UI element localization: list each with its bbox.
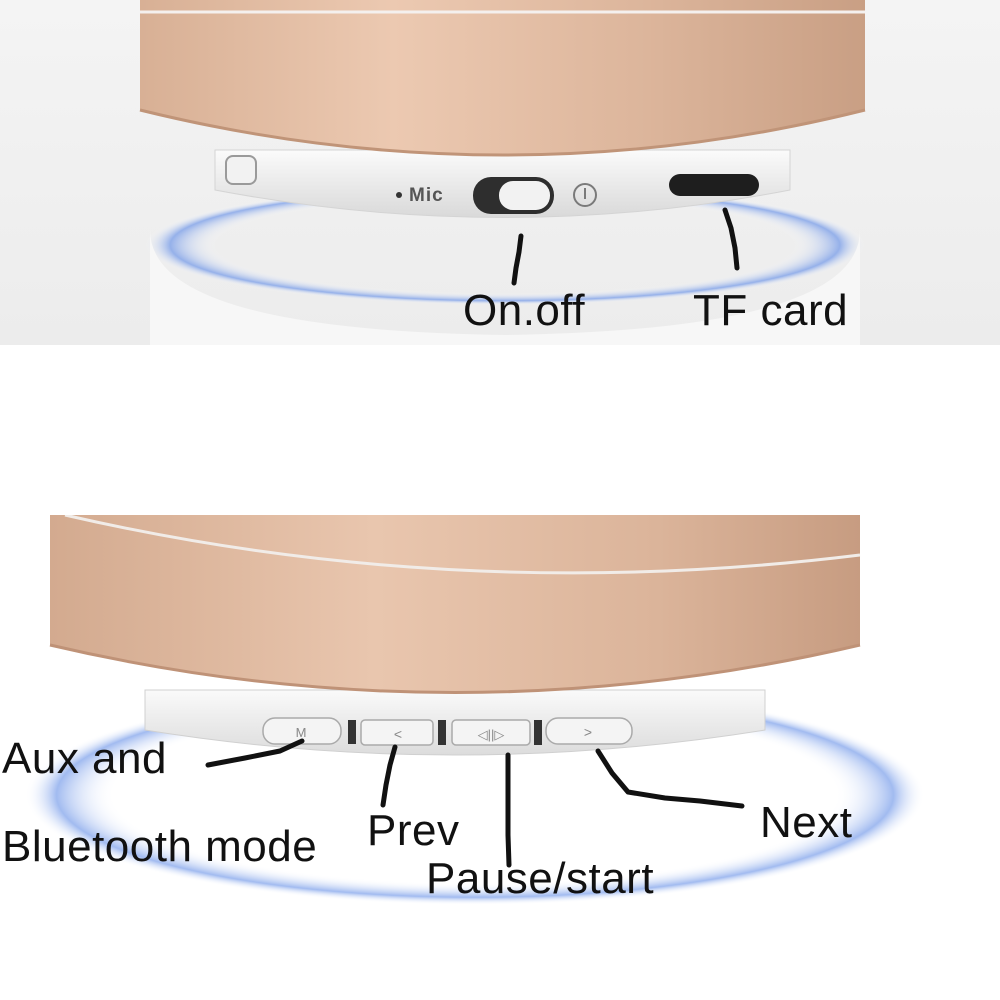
next-callout-line: [595, 748, 745, 809]
top-speaker-illustration: Mic: [139, 0, 866, 345]
mode-button: [262, 717, 342, 745]
blue-glow-ring: [145, 185, 865, 305]
button-separator: [348, 720, 356, 744]
power-icon: [573, 183, 597, 207]
side-switch-icon: [225, 155, 257, 185]
aux-label-line2: Bluetooth mode: [2, 822, 318, 871]
top-speaker-view: Mic On.off TF card: [0, 0, 1000, 345]
next-button: [545, 717, 633, 745]
tf-card-slot: [669, 174, 759, 196]
bottom-speaker-illustration: M < ◁||▷ >: [25, 515, 925, 905]
prev-label: Prev: [367, 806, 460, 855]
aux-callout-line: [205, 738, 305, 768]
button-separator: [438, 720, 446, 745]
prev-button-glyph: <: [394, 726, 402, 742]
pause-button: [451, 719, 531, 746]
next-label: Next: [760, 798, 853, 847]
mode-button-glyph: M: [296, 725, 307, 740]
tf-card-callout-line: [722, 207, 740, 271]
pause-callout-line: [505, 752, 512, 868]
mic-label: Mic: [409, 185, 444, 206]
tf-card-label: TF card: [693, 286, 849, 335]
prev-callout-line: [380, 744, 398, 808]
mic-hole-icon: [396, 192, 402, 198]
pause-start-label: Pause/start: [426, 854, 655, 903]
gold-band: [140, 0, 865, 155]
on-off-callout-line: [511, 233, 524, 286]
gold-band: [50, 515, 860, 693]
bottom-speaker-view: M < ◁||▷ > Aux and Bluetooth mode Prev P…: [0, 515, 1000, 1000]
button-separator: [534, 720, 542, 745]
pause-button-glyph: ◁||▷: [478, 727, 505, 742]
aux-label-line1: Aux and: [2, 734, 167, 783]
pedestal: [150, 230, 860, 345]
next-button-glyph: >: [584, 724, 592, 740]
on-off-label: On.off: [463, 286, 586, 335]
prev-button: [360, 719, 434, 746]
